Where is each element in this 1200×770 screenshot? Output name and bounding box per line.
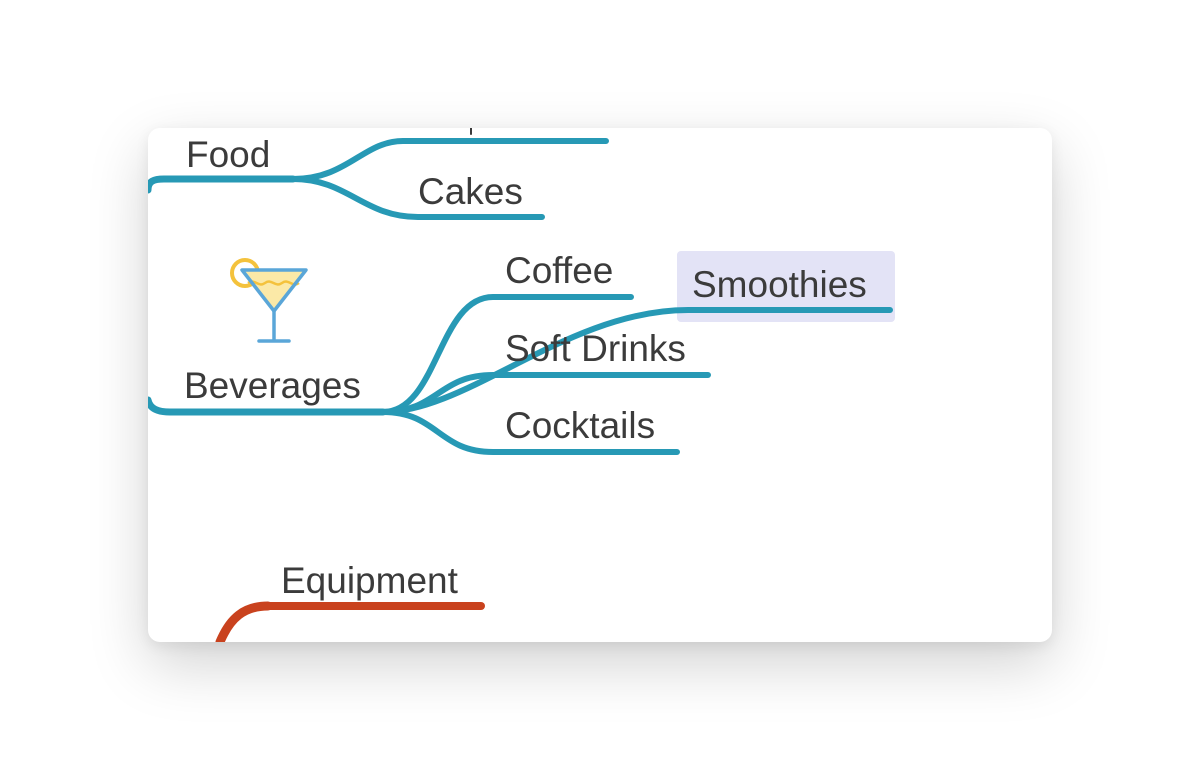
branch-smoothies[interactable] xyxy=(380,307,893,415)
node-soft-drinks[interactable]: Soft Drinks xyxy=(505,328,686,369)
branch-cakes[interactable] xyxy=(290,176,545,220)
branch-coffee[interactable] xyxy=(380,294,634,415)
node-cakes[interactable]: Cakes xyxy=(418,171,523,212)
node-cocktails[interactable]: Cocktails xyxy=(505,405,655,446)
node-food[interactable]: Food xyxy=(186,134,270,175)
mindmap-canvas[interactable]: Food Cakes Beverages Coffee Soft Drinks … xyxy=(148,128,1052,642)
node-smoothies[interactable]: Smoothies xyxy=(692,264,867,305)
node-coffee[interactable]: Coffee xyxy=(505,250,613,291)
branch-food-upper-child[interactable] xyxy=(290,138,609,182)
branch-beverages[interactable] xyxy=(148,396,387,416)
branch-equipment-parent[interactable] xyxy=(215,601,273,642)
node-equipment[interactable]: Equipment xyxy=(281,560,459,601)
mindmap-svg: Food Cakes Beverages Coffee Soft Drinks … xyxy=(148,128,895,642)
node-beverages[interactable]: Beverages xyxy=(184,365,361,406)
branch-cocktails[interactable] xyxy=(380,409,680,455)
smoothies-selection-highlight xyxy=(677,251,895,322)
branch-food[interactable] xyxy=(148,175,297,194)
cocktail-glass-icon xyxy=(230,258,308,343)
